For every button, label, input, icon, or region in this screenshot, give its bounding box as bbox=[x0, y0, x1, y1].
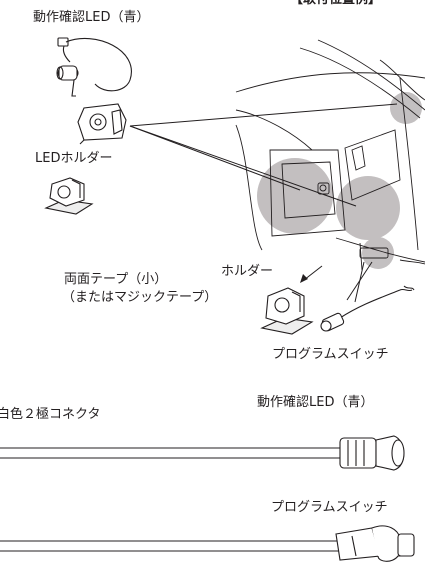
highlight-dash-left bbox=[257, 158, 333, 234]
program-switch-cable-icon bbox=[320, 285, 415, 332]
indicator-led-bottom-label: 動作確認LED（青） bbox=[257, 395, 374, 410]
double-sided-tape-icon bbox=[44, 177, 94, 215]
double-tape-label-line2: （またはマジックテープ） bbox=[62, 290, 218, 305]
led-holder-label: LEDホルダー bbox=[35, 151, 113, 166]
led-holder-icon bbox=[77, 103, 127, 145]
header-label: 【取付位置例】 bbox=[290, 0, 381, 8]
highlight-lower bbox=[362, 237, 394, 269]
indicator-led-connector-icon bbox=[339, 435, 405, 471]
bottom-wires bbox=[0, 447, 350, 552]
indicator-led-cable-icon bbox=[56, 37, 132, 97]
program-switch-bottom-label: プログラムスイッチ bbox=[271, 500, 388, 515]
pointer-lines bbox=[129, 103, 398, 303]
highlight-dash-center bbox=[336, 176, 400, 240]
program-switch-connector-icon bbox=[335, 525, 415, 562]
double-tape-label-line1: 両面テープ（小） bbox=[64, 272, 168, 287]
connector-label: 白色２極コネクタ bbox=[0, 407, 101, 422]
indicator-led-top-label: 動作確認LED（青） bbox=[33, 10, 150, 25]
car-dashboard-sketch bbox=[235, 39, 425, 271]
holder-arrow-head bbox=[300, 274, 308, 283]
highlight-upper-right bbox=[390, 92, 422, 124]
holder-label: ホルダー bbox=[221, 264, 274, 279]
holder-icon bbox=[260, 287, 314, 335]
program-switch-mid-label: プログラムスイッチ bbox=[272, 347, 389, 362]
install-location-highlights bbox=[257, 92, 422, 269]
